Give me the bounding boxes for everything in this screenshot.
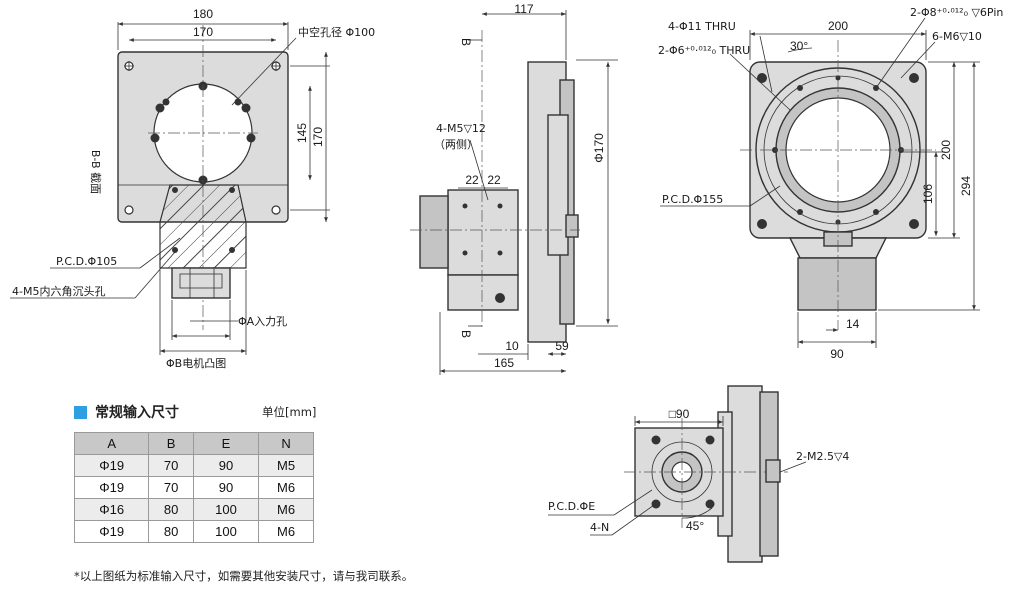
table-cell: Φ16	[73, 498, 150, 521]
tapped-holes-label: 4-M5▽12	[436, 122, 486, 135]
table-row: Φ16 80 100 M6	[73, 498, 314, 521]
table-cell: 70	[148, 476, 194, 499]
table-cell: 90	[192, 476, 260, 499]
bottom-view	[548, 385, 807, 563]
table-cell: 100	[192, 520, 260, 543]
table-cell: Φ19	[73, 476, 150, 499]
dim-bottom-square-90: □90	[669, 407, 690, 421]
table-cell: Φ19	[73, 520, 150, 543]
table-cell: 90	[192, 454, 260, 477]
dim-side-diameter-170: Φ170	[592, 133, 606, 163]
dim-side-59: 59	[555, 339, 569, 353]
table-header-e: E	[192, 432, 260, 455]
dim-front-170: 170	[193, 25, 213, 39]
accent-square-icon	[74, 405, 87, 419]
dim-top-106: 106	[921, 184, 935, 204]
table-row: Φ19 70 90 M6	[73, 476, 314, 499]
table-cell: 80	[148, 520, 194, 543]
table-cell: 70	[148, 454, 194, 477]
dowel-holes-label: 2-Φ8⁺⁰·⁰¹²₀ ▽6Pin	[910, 6, 1003, 19]
dim-top-294: 294	[959, 176, 973, 196]
motor-adapter-section	[159, 184, 247, 269]
dim-top-14: 14	[846, 317, 860, 331]
table-header-a: A	[73, 432, 150, 455]
table-cell: M6	[258, 476, 314, 499]
dim-front-height-170: 170	[311, 127, 325, 147]
table-cell: 80	[148, 498, 194, 521]
input-size-table: A B E N Φ19 70 90 M5 Φ19 70 90 M6 Φ16 80…	[73, 432, 314, 543]
table-section-title: 常规输入尺寸	[74, 402, 179, 422]
table-header-b: B	[148, 432, 194, 455]
table-cell: Φ19	[73, 454, 150, 477]
table-title: 常规输入尺寸	[95, 405, 179, 421]
section-label: B-B 截面	[89, 150, 103, 194]
dim-front-145: 145	[295, 123, 309, 143]
side-view	[410, 10, 618, 375]
pcd-e-label: P.C.D.ΦE	[548, 500, 595, 513]
footnote: *以上图纸为标准输入尺寸，如需要其他安装尺寸，请与我司联系。	[74, 569, 414, 583]
section-marker-bottom: B	[459, 330, 473, 338]
holes-n-label: 4-N	[590, 521, 609, 534]
dim-top-90: 90	[830, 347, 844, 361]
dim-side-10: 10	[505, 339, 519, 353]
unit-label: 单位[mm]	[262, 405, 317, 419]
both-sides-label: （两侧）	[434, 138, 478, 151]
table-cell: M6	[258, 520, 314, 543]
input-hole-label: ΦA入力孔	[238, 315, 287, 328]
tapped-m25-label: 2-M2.5▽4	[796, 450, 849, 463]
dim-side-22-left: 22	[465, 173, 479, 187]
top-view	[660, 17, 980, 348]
thru-holes-label: 4-Φ11 THRU	[668, 20, 736, 33]
section-marker-top: B	[459, 38, 473, 46]
screw-holes-label: 4-M5内六角沉头孔	[12, 284, 105, 298]
tapped-holes-m6-label: 6-M6▽10	[932, 30, 982, 43]
table-header-row: A B E N	[73, 432, 314, 455]
table-cell: M5	[258, 454, 314, 477]
motor-boss-label: ΦB电机凸图	[166, 356, 226, 370]
dim-front-180: 180	[193, 7, 213, 21]
angle-45-label: 45°	[686, 519, 704, 533]
table-cell: 100	[192, 498, 260, 521]
pin-holes-label: 2-Φ6⁺⁰·⁰¹²₀ THRU	[658, 44, 750, 57]
dim-side-165: 165	[494, 356, 514, 370]
table-header-n: N	[258, 432, 314, 455]
hollow-hole-label: 中空孔径 Φ100	[298, 25, 375, 39]
dim-top-200-width: 200	[828, 19, 848, 33]
table-row: Φ19 70 90 M5	[73, 454, 314, 477]
dim-top-200-height: 200	[939, 140, 953, 160]
angle-30-label: 30°	[790, 39, 808, 53]
table-row: Φ19 80 100 M6	[73, 520, 314, 543]
dim-side-117: 117	[514, 2, 533, 16]
dim-side-22-right: 22	[487, 173, 501, 187]
front-view	[10, 22, 330, 355]
table-cell: M6	[258, 498, 314, 521]
pcd-155-label: P.C.D.Φ155	[662, 193, 723, 206]
pcd-105-label: P.C.D.Φ105	[56, 255, 117, 268]
